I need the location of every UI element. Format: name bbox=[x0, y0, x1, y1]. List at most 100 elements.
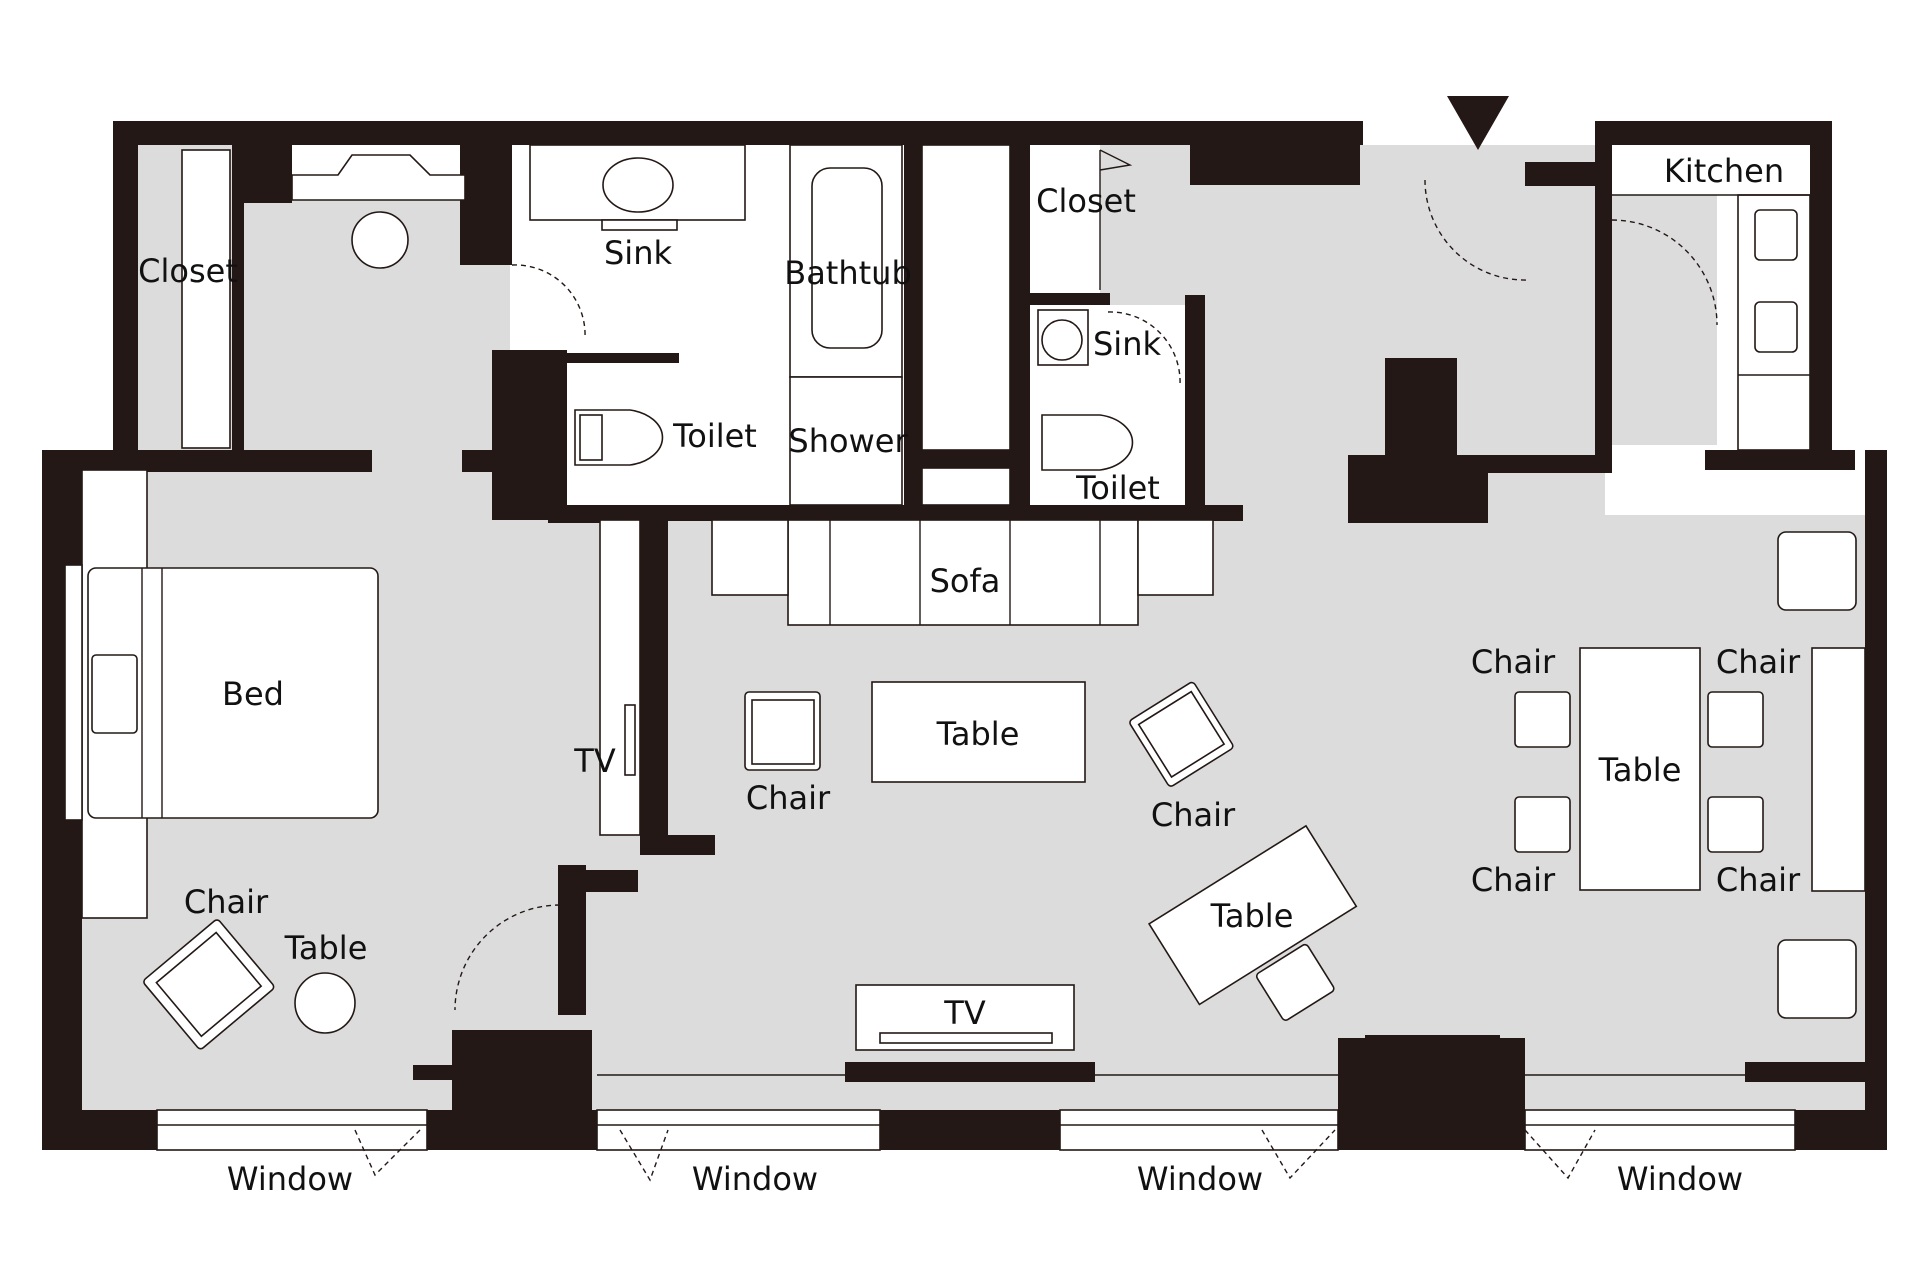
guest-toilet-door bbox=[1107, 311, 1181, 386]
label-window-3: Window bbox=[1137, 1160, 1263, 1198]
top-wall-left bbox=[113, 121, 1363, 145]
label-window-2: Window bbox=[692, 1160, 818, 1198]
kitchen-counter-area bbox=[1612, 145, 1810, 195]
label-sink-guest: Sink bbox=[1093, 325, 1161, 363]
label-sink-main: Sink bbox=[604, 234, 672, 272]
bottom-left-jog bbox=[413, 1065, 453, 1080]
label-chair-dining-tl: Chair bbox=[1471, 643, 1556, 681]
console-left bbox=[711, 519, 789, 596]
shower-area bbox=[789, 376, 903, 506]
bed-side-bar bbox=[64, 564, 83, 821]
walkin-stool bbox=[351, 211, 409, 269]
label-chair-dining-bl: Chair bbox=[1471, 861, 1556, 899]
shaft-upper bbox=[921, 144, 1011, 451]
bath-left-wall bbox=[492, 145, 512, 265]
bedroom-right-wall-2 bbox=[558, 870, 638, 892]
living-tv-screen bbox=[879, 1032, 1053, 1044]
dining-chair-br bbox=[1707, 796, 1764, 853]
window-frame-2 bbox=[596, 1109, 881, 1151]
console-right bbox=[1137, 519, 1214, 596]
chair-right bbox=[1129, 681, 1234, 787]
hallway-diag bbox=[640, 835, 715, 855]
hallway-left-wall bbox=[548, 505, 600, 523]
closet-partition bbox=[232, 145, 244, 455]
kitchen-burner-1 bbox=[1754, 209, 1798, 261]
window-frame-3 bbox=[1059, 1109, 1339, 1151]
label-closet-entry: Closet bbox=[1036, 182, 1136, 220]
bottom-pillar-jog bbox=[1365, 1035, 1500, 1055]
guest-toilet-right bbox=[1185, 295, 1205, 505]
door-swings bbox=[454, 179, 1718, 1011]
shaft-wall-right bbox=[1010, 145, 1030, 505]
bedroom-side-table bbox=[294, 972, 356, 1034]
bottom-pillar bbox=[1338, 1038, 1525, 1150]
guest-sink-basin bbox=[1041, 319, 1083, 361]
bed-pillow bbox=[91, 654, 138, 734]
coffee-table bbox=[871, 681, 1086, 783]
sink-basin bbox=[602, 157, 674, 213]
fixtures bbox=[64, 96, 1866, 1051]
window-frame-4 bbox=[1524, 1109, 1796, 1151]
desk-table bbox=[1147, 824, 1358, 1006]
label-shower: Shower bbox=[788, 422, 908, 460]
entry-closet-door bbox=[1099, 149, 1133, 290]
label-chair-bedroom: Chair bbox=[184, 883, 269, 921]
label-tv-bedroom: TV bbox=[573, 742, 616, 780]
shaft-wall-left bbox=[904, 145, 922, 505]
label-kitchen: Kitchen bbox=[1664, 152, 1784, 190]
living-stool-bottom bbox=[1777, 939, 1857, 1019]
dining-chair-bl bbox=[1514, 796, 1571, 853]
dining-table bbox=[1579, 647, 1701, 891]
bedroom-tv-screen bbox=[624, 704, 636, 776]
label-chair-right: Chair bbox=[1151, 796, 1236, 834]
walkin-top-jog bbox=[232, 145, 292, 203]
shaft-lower bbox=[921, 467, 1011, 506]
label-sofa: Sofa bbox=[930, 562, 1001, 600]
label-table-dining: Table bbox=[1598, 751, 1682, 789]
right-wall bbox=[1865, 450, 1887, 1150]
bedroom-tv-cabinet bbox=[599, 519, 641, 836]
window-frame-1 bbox=[156, 1109, 428, 1151]
top-wall-entry-right bbox=[1525, 162, 1600, 186]
label-chair-left: Chair bbox=[746, 779, 831, 817]
label-chair-dining-tr: Chair bbox=[1716, 643, 1801, 681]
sink-base bbox=[601, 219, 678, 231]
bedroom-armchair bbox=[143, 919, 275, 1050]
living-stool-top bbox=[1777, 531, 1857, 611]
bottom-right-wall bbox=[1795, 1110, 1887, 1150]
entry-closet-area bbox=[1030, 145, 1100, 293]
entry-closet-bottom bbox=[1030, 293, 1110, 305]
entry-right-wall bbox=[1488, 455, 1608, 473]
bath-wall-block bbox=[492, 350, 567, 520]
bottom-wall-1 bbox=[427, 1110, 597, 1150]
label-toilet-main: Toilet bbox=[672, 417, 757, 455]
bottom-tv-ledge bbox=[845, 1062, 1095, 1082]
bath-inner-wall bbox=[567, 353, 679, 363]
kitchen-burner-2 bbox=[1754, 301, 1798, 353]
sofa-body bbox=[787, 519, 1139, 626]
kitchen-right-wall bbox=[1810, 121, 1832, 451]
bedroom-door bbox=[454, 904, 561, 1011]
desk-chair bbox=[1255, 943, 1335, 1021]
walkin-door bbox=[511, 264, 586, 339]
bedroom-top-wall bbox=[42, 450, 372, 472]
closet-doors bbox=[181, 149, 231, 449]
label-table-bedroom: Table bbox=[284, 929, 368, 967]
dining-sideboard bbox=[1811, 647, 1866, 892]
hallway-wall bbox=[640, 520, 668, 850]
label-bathtub: Bathtub bbox=[784, 254, 912, 292]
top-wall-right bbox=[1595, 121, 1830, 145]
room-labels: Closet Sink Bathtub Toilet Shower Closet… bbox=[138, 152, 1801, 1198]
bath-bottom-wall bbox=[548, 505, 1243, 521]
kitchen-door bbox=[1611, 219, 1718, 326]
left-upper-wall bbox=[113, 121, 138, 451]
label-bed: Bed bbox=[222, 675, 284, 713]
chair-left-inner bbox=[751, 699, 815, 765]
entrance-arrow-icon bbox=[1447, 96, 1509, 150]
bathtub-basin bbox=[811, 167, 883, 349]
entry-pillar-base bbox=[1348, 455, 1488, 523]
label-tv-living: TV bbox=[943, 994, 986, 1032]
label-toilet-guest: Toilet bbox=[1075, 469, 1160, 507]
bottom-left-wall bbox=[42, 1110, 157, 1150]
